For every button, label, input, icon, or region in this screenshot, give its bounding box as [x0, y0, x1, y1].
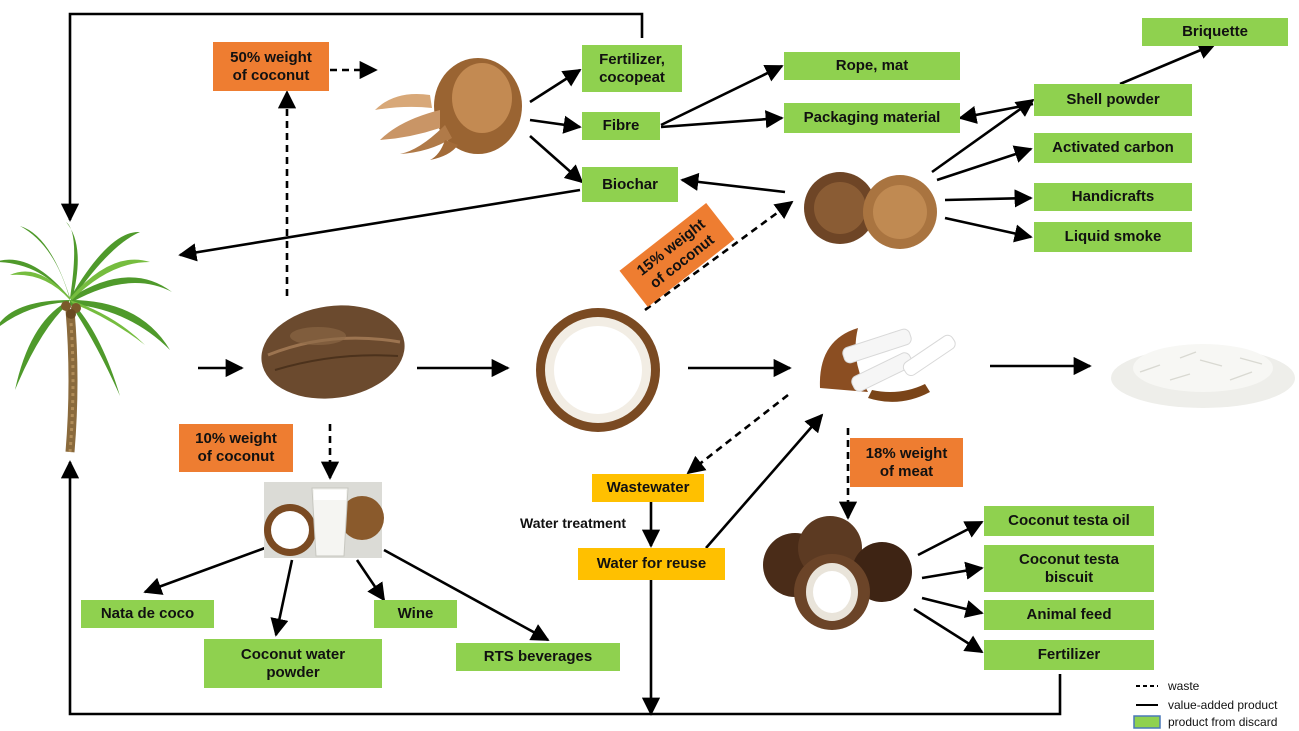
legend-value-added-label: value-added product — [1168, 698, 1277, 712]
coconut-shell-icon — [804, 172, 937, 249]
husk-to-fertilizer-arrow — [530, 70, 580, 102]
handicrafts-box: Handicrafts — [1034, 183, 1192, 211]
wine-box: Wine — [374, 600, 457, 628]
coconut-meat-icon — [820, 328, 958, 402]
coconut-testa-icon — [763, 516, 912, 630]
legend-discard-label: product from discard — [1168, 715, 1277, 729]
briquette-box: Briquette — [1142, 18, 1288, 46]
water-treatment-label: Water treatment — [520, 515, 626, 531]
nata-de-coco-box: Nata de coco — [81, 600, 214, 628]
activated-carbon-box: Activated carbon — [1034, 133, 1192, 163]
reuse-to-meat-arrow — [706, 415, 822, 548]
coconut-water-glass-icon — [264, 482, 384, 558]
animal-feed-box: Animal feed — [984, 600, 1154, 630]
fibre-box: Fibre — [582, 112, 660, 140]
legend-waste-label: waste — [1168, 679, 1199, 693]
rts-beverages-box: RTS beverages — [456, 643, 620, 671]
legend-discard-swatch — [1134, 716, 1160, 728]
shell-to-biochar-arrow — [682, 180, 785, 192]
fibre-to-packaging-arrow — [661, 118, 782, 127]
water-to-wine-arrow — [357, 560, 384, 600]
testa-to-biscuit-arrow — [922, 568, 982, 578]
husk-weight-label: 50% weight of coconut — [213, 42, 329, 91]
fertilizer-box: Fertilizer — [984, 640, 1154, 670]
shell-to-handicrafts-arrow — [945, 198, 1031, 200]
testa-to-oil-arrow — [918, 522, 982, 555]
biochar-to-palm-arrow — [180, 190, 580, 255]
husk-to-biochar-arrow — [530, 136, 582, 182]
rope-mat-box: Rope, mat — [784, 52, 960, 80]
water-for-reuse-box: Water for reuse — [578, 548, 725, 580]
shell-powder-to-briquette-arrow — [1120, 44, 1215, 84]
shell-to-activated-carbon-arrow — [937, 149, 1031, 180]
water-to-nata-arrow — [145, 548, 265, 592]
wastewater-box: Wastewater — [592, 474, 704, 502]
coconut-testa-oil-box: Coconut testa oil — [984, 506, 1154, 536]
coconut-palm-icon — [0, 222, 172, 452]
shell-powder-box: Shell powder — [1034, 84, 1192, 116]
top-return-line — [70, 14, 642, 220]
water-to-powder-arrow — [276, 560, 292, 635]
packaging-material-box: Packaging material — [784, 103, 960, 133]
desiccated-coconut-icon — [1111, 344, 1295, 408]
testa-weight-label: 18% weight of meat — [850, 438, 963, 487]
meat-to-wastewater-dashed — [688, 395, 788, 473]
testa-to-feed-arrow — [922, 598, 982, 613]
coconut-husk-icon — [375, 58, 522, 160]
biochar-box: Biochar — [582, 167, 678, 202]
testa-to-fertilizer-arrow — [914, 609, 982, 652]
coconut-testa-biscuit-box: Coconut testa biscuit — [984, 545, 1154, 592]
husk-to-fibre-arrow — [530, 120, 580, 127]
shell-powder-to-packaging-arrow — [960, 104, 1033, 118]
fertilizer-cocopeat-box: Fertilizer, cocopeat — [582, 45, 682, 92]
shell-to-liquid-smoke-arrow — [945, 218, 1031, 237]
water-weight-label: 10% weight of coconut — [179, 424, 293, 472]
split-coconut-icon — [536, 308, 660, 432]
whole-coconut-icon — [255, 296, 410, 407]
coconut-water-powder-box: Coconut water powder — [204, 639, 382, 688]
liquid-smoke-box: Liquid smoke — [1034, 222, 1192, 252]
